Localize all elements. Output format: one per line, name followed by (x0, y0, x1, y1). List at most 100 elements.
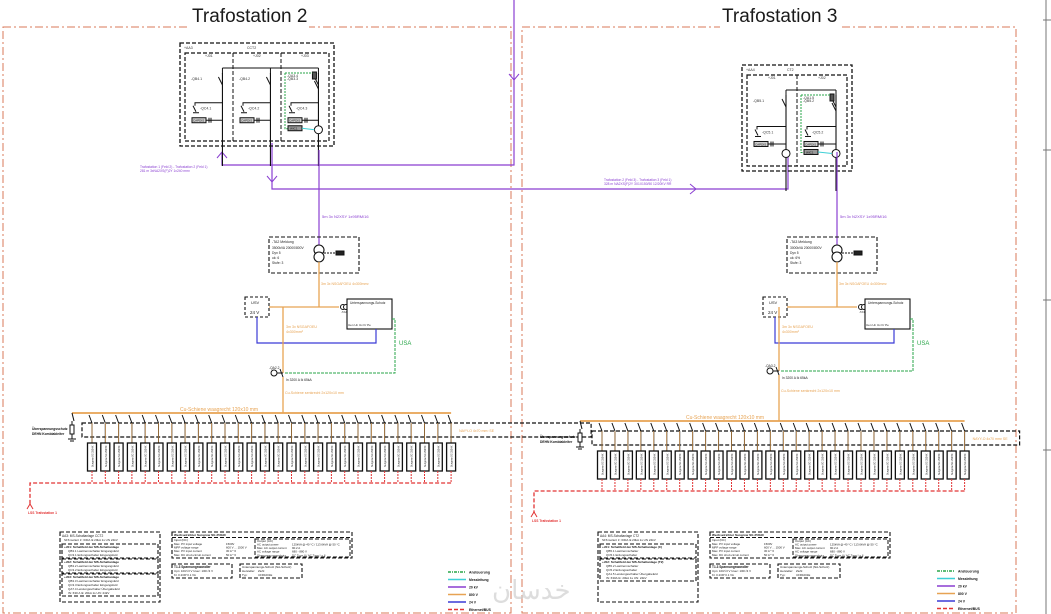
inverter-breaker-icon (314, 414, 319, 424)
inverter-breaker-icon (611, 422, 616, 432)
lv-feeder-label: 3m 3x NSGAFOEU (782, 325, 813, 329)
inverter-breaker-icon (221, 414, 226, 424)
motor-drive-icon (766, 367, 774, 375)
inverter-breaker-icon (870, 422, 875, 432)
earth-switch-icon (192, 105, 197, 112)
temperature-sensor-icon (335, 250, 345, 256)
inverter-label: Sungrow SG 250HX (371, 445, 374, 467)
inverter-label: Sungrow SG 250HX (744, 453, 747, 475)
mv-cable-spec: 328 m NA2XS(F)2Y 3X1X150/50 12/20KV RR (604, 182, 672, 186)
info-box (777, 563, 841, 579)
earth-switch-wire (290, 102, 319, 106)
inverter-breaker-icon (805, 422, 810, 432)
info-value: 1500V (764, 542, 772, 546)
inverter-label: Sungrow SG 250HX (118, 445, 121, 467)
legend-label: 24 V (469, 601, 477, 605)
info-value: 600 V ... 1500 V (226, 546, 247, 550)
breaker-icon (313, 80, 319, 90)
info-group-item: QA7.4 Leistungsschalter Übergabefeld (68, 587, 120, 591)
info-group-head: +J01: Schaltfeld der MS-Schaltanlage (64, 545, 119, 549)
inverter-label: Sungrow SG 250HX (861, 453, 864, 475)
earth-switch-wire (806, 125, 836, 130)
inverter-breaker-icon (248, 414, 253, 424)
station-title-3: Trafostation 3 (720, 6, 840, 28)
info-group-head: +J03: Schaltfeld der MS-Schaltanlage (64, 575, 119, 579)
transformer-spec: 3500kVA 20000/800V (272, 246, 304, 250)
inverter-breaker-icon (367, 414, 372, 424)
inverter-breaker-icon (637, 422, 642, 432)
measurement-wire (301, 127, 315, 131)
inverter-label: Sungrow SG 250HX (705, 453, 708, 475)
inverter-label: Sungrow SG 250HX (718, 453, 721, 475)
info-group-box (599, 558, 697, 582)
earth-switch-label: -QC5.2 (812, 130, 823, 134)
info-key: Hersteller: (780, 569, 793, 573)
inverter-label: Sungrow SG 250HX (171, 445, 174, 467)
inverter-label: Sungrow SG 250HX (331, 445, 334, 467)
earth-switch-wire (242, 102, 271, 106)
inverter-label: Sungrow SG 250HX (185, 445, 188, 467)
inverter-label: Sungrow SG 250HX (951, 453, 954, 475)
inverter-label: Sungrow SG 250HX (318, 445, 321, 467)
inverter: Sungrow SG 250HX (687, 422, 698, 491)
inverter-breaker-icon (381, 414, 386, 424)
info-group-item: QC3.3 Erdungsschalter Eingangsfeld (68, 583, 118, 587)
inverter-label: Sungrow SG 250HX (938, 453, 941, 475)
field-label: +J01 (205, 54, 213, 58)
inverter: Sungrow SG 250HX (791, 422, 802, 491)
inverter-label: Sungrow SG 250HX (627, 453, 630, 475)
info-key: AC voltage range (257, 550, 280, 554)
inverter-label: Sungrow SG 250HX (437, 445, 440, 467)
main-breaker-label: -QA3.2 (765, 364, 776, 368)
legend-label: 20 kV (958, 585, 968, 589)
protection-info: Unterspannungs-Schutz (NA-Schutz)Herstel… (777, 563, 841, 579)
transformer-name: -TA3 Meldung (790, 240, 812, 244)
switchgear-inner-box (184, 52, 330, 142)
inverter-label: Sungrow SG 250HX (912, 453, 915, 475)
inverter-breaker-icon (702, 422, 707, 432)
info-head: T1.3 Spannungswandler (174, 565, 211, 569)
inverter: Sungrow SG 250HX (829, 422, 841, 491)
info-line: Kl. 0.2/3P 0.1 VA (174, 573, 196, 577)
relay-label: -QA1.5 (803, 96, 814, 100)
inverter-label: Sungrow SG 250HX (145, 445, 148, 467)
inverter-label: Sungrow SG 250HX (640, 453, 643, 475)
inverter: Sungrow SG 250HX (219, 414, 231, 483)
lv-cable-group-box (591, 430, 1021, 446)
info-group-item: QC3.1 Erdungsschalter Eingangsfeld (68, 553, 118, 557)
info-group-box (61, 543, 159, 559)
info-line: SF6 isoliert Ir: 630A Ik 20kA 1s UN 24kV (64, 538, 118, 542)
arrow-icon (689, 183, 697, 195)
inverter-breaker-icon (115, 414, 120, 424)
info-value: 125kVA @ 40 °C / 113.6kVA @ 50 °C (830, 543, 878, 547)
breaker-icon (831, 102, 837, 112)
earth-switch-icon (240, 105, 245, 112)
info-head: AA4: MS-Schaltanlage CT2 (600, 534, 639, 538)
ups-label: USV (769, 300, 778, 305)
inverter-label: Sungrow SG 250HX (770, 453, 773, 475)
protection-info: Unterspannungs-Schutz (NA-Schutz)Herstel… (239, 563, 303, 579)
protection-box (346, 298, 393, 330)
protection-ports: Uen Un Ux Fr Pe (866, 323, 889, 327)
info-key: Max. AC output current (257, 546, 287, 550)
inverter: Sungrow SG 250HX (765, 422, 776, 491)
inverter: Sungrow SG 250HX (312, 414, 324, 483)
info-key: AC output power (795, 543, 817, 547)
inverter-breaker-icon (598, 422, 603, 432)
switchgear-outer-box (179, 42, 335, 147)
switchgear-type: CCT2 (247, 46, 256, 50)
info-key: Überspannungsschutz (795, 553, 824, 557)
inverter-breaker-icon (301, 414, 306, 424)
inverter: Sungrow SG 250HX (286, 414, 297, 483)
info-head: Wechselrichter Sungrow SG 250HX (174, 533, 227, 537)
info-value: 90.2 A (830, 546, 838, 550)
main-breaker-label: -QA2.2 (269, 366, 280, 370)
inverter: Sungrow SG 250HX (907, 422, 918, 491)
ethernet-bus (533, 490, 965, 513)
transformer-spec: uk: 6 (272, 256, 279, 260)
field-label: +J02 (818, 76, 826, 80)
lv-feeder-spec: 4x300mm² (286, 330, 304, 334)
info-group-box (61, 558, 159, 574)
